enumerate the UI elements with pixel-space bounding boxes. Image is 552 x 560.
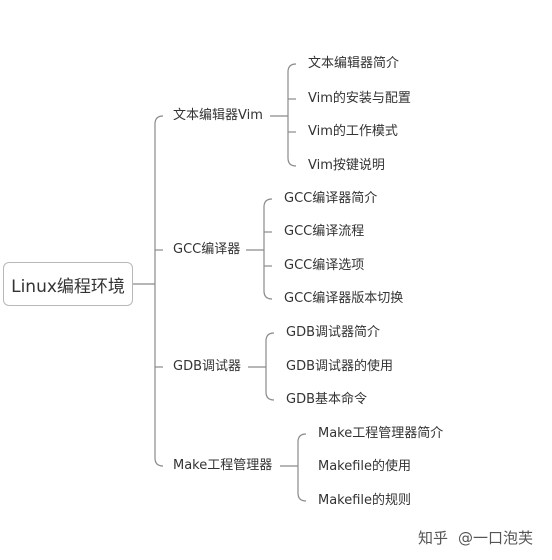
connector-gcc-bracket bbox=[263, 198, 273, 300]
branch-vim[interactable]: 文本编辑器Vim bbox=[173, 108, 263, 123]
leaf-gdb-intro[interactable]: GDB调试器简介 bbox=[286, 325, 381, 340]
branch-gcc[interactable]: GCC编译器 bbox=[173, 242, 241, 257]
branch-gdb[interactable]: GDB调试器 bbox=[173, 359, 242, 374]
leaf-vim-keys[interactable]: Vim按键说明 bbox=[308, 158, 385, 173]
leaf-vim-install[interactable]: Vim的安装与配置 bbox=[308, 91, 411, 106]
leaf-vim-intro[interactable]: 文本编辑器简介 bbox=[308, 56, 400, 71]
branch-make[interactable]: Make工程管理器 bbox=[173, 458, 273, 473]
watermark: 知乎 @一口泡芙 bbox=[418, 527, 539, 548]
leaf-make-intro[interactable]: Make工程管理器简介 bbox=[318, 426, 444, 441]
connector-gdb-bracket bbox=[265, 332, 275, 401]
leaf-makefile-usage[interactable]: Makefile的使用 bbox=[318, 459, 412, 474]
leaf-vim-modes[interactable]: Vim的工作模式 bbox=[308, 124, 398, 139]
leaf-gdb-usage[interactable]: GDB调试器的使用 bbox=[286, 359, 394, 374]
root-label: Linux编程环境 bbox=[11, 276, 125, 297]
leaf-gcc-flow[interactable]: GCC编译流程 bbox=[284, 224, 365, 239]
root-node[interactable]: Linux编程环境 bbox=[3, 262, 133, 306]
leaf-gcc-version[interactable]: GCC编译器版本切换 bbox=[284, 291, 404, 306]
watermark-site: 知乎 bbox=[418, 529, 449, 547]
leaf-makefile-rules[interactable]: Makefile的规则 bbox=[318, 493, 412, 508]
connector-make-bracket bbox=[297, 433, 307, 502]
connector-trunk bbox=[154, 115, 164, 467]
watermark-author: @一口泡芙 bbox=[458, 529, 534, 547]
leaf-gdb-commands[interactable]: GDB基本命令 bbox=[286, 392, 368, 407]
leaf-gcc-intro[interactable]: GCC编译器简介 bbox=[284, 191, 378, 206]
connector-vim-bracket bbox=[287, 63, 297, 167]
leaf-gcc-options[interactable]: GCC编译选项 bbox=[284, 258, 365, 273]
